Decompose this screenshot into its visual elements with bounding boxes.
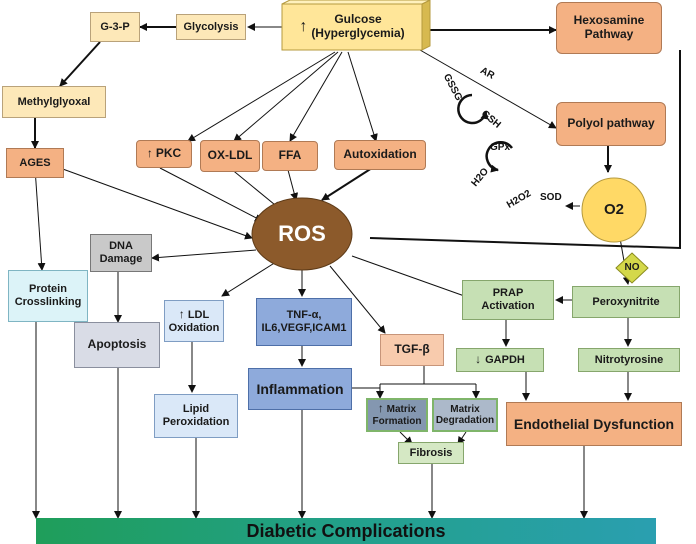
polyol-label: Polyol pathway (567, 116, 655, 131)
matrix-formation-label: Matrix (386, 404, 417, 416)
o2-label: O2 (603, 201, 624, 219)
prap-node: PRAP Activation (462, 280, 554, 320)
dna-sublabel: Damage (99, 253, 143, 265)
inflammation-node: Inflammation (248, 368, 352, 410)
matrix-degradation-label: Matrix (450, 403, 480, 415)
ages-label: AGES (19, 156, 51, 169)
tnf-label: TNF-α, (286, 309, 322, 322)
tgf-node: TGF-β (380, 334, 444, 366)
prap-label: PRAP (492, 287, 524, 300)
glycolysis-node: Glycolysis (176, 14, 246, 40)
ldl-oxidation-node: ↑ LDL Oxidation (164, 300, 224, 342)
peroxynitrite-label: Peroxynitrite (592, 295, 660, 308)
diabetic-complications-label: Diabetic Complications (246, 520, 446, 541)
gapdh-label: GAPDH (485, 353, 525, 366)
matrix-degradation-sublabel: Degradation (435, 415, 495, 426)
oxldl-label: OX-LDL (207, 148, 253, 163)
glucose-node: ↑ Gulcose (Hyperglycemia) (282, 4, 422, 50)
gpx-label: GPx (490, 142, 511, 153)
protein-sublabel: Crosslinking (14, 296, 82, 308)
peroxynitrite-node: Peroxynitrite (572, 286, 680, 318)
tnf-node: TNF-α, IL6,VEGF,ICAM1 (256, 298, 352, 346)
ldl-label: LDL (187, 308, 210, 321)
sod-label: SOD (540, 192, 562, 203)
ros-node: ROS (252, 198, 352, 270)
ros-label: ROS (278, 221, 326, 247)
apoptosis-node: Apoptosis (74, 322, 160, 368)
glucose-sublabel: (Hyperglycemia) (311, 26, 405, 40)
gapdh-down-arrow-icon: ↓ (475, 352, 482, 367)
o2-node: O2 (582, 178, 646, 242)
lipid-sublabel: Peroxidation (162, 416, 230, 428)
endothelial-dysfunction-node: Endothelial Dysfunction (506, 402, 682, 446)
glucose-label: Gulcose (334, 12, 382, 27)
matrix-formation-up-arrow-icon: ↑ (377, 401, 384, 416)
g3p-label: G-3-P (100, 20, 130, 33)
hexosamine-label: Hexosamine (573, 13, 645, 28)
matrix-formation-node: ↑ Matrix Formation (366, 398, 428, 432)
no-label: NO (624, 262, 640, 274)
ldl-sublabel: Oxidation (168, 321, 220, 334)
matrix-formation-sublabel: Formation (372, 416, 422, 428)
matrix-degradation-node: Matrix Degradation (432, 398, 498, 432)
inflammation-label: Inflammation (256, 380, 344, 397)
dna-damage-node: DNA Damage (90, 234, 152, 272)
ffa-label: FFA (278, 148, 302, 163)
methylglyoxal-node: Methylglyoxal (2, 86, 106, 118)
pkc-label: PKC (155, 146, 182, 161)
tgf-label: TGF-β (394, 342, 430, 357)
glycolysis-label: Glycolysis (183, 20, 239, 33)
fibrosis-label: Fibrosis (409, 446, 453, 459)
pkc-node: ↑ PKC (136, 140, 192, 168)
autoxidation-node: Autoxidation (334, 140, 426, 170)
nitrotyrosine-node: Nitrotyrosine (578, 348, 680, 372)
hexosamine-sublabel: Pathway (584, 27, 634, 41)
autoxidation-label: Autoxidation (343, 147, 417, 162)
protein-label: Protein (29, 283, 67, 296)
up-arrow-icon: ↑ (299, 17, 308, 35)
gapdh-node: ↓ GAPDH (456, 348, 544, 372)
prap-sublabel: Activation (481, 300, 535, 312)
lipid-peroxidation-node: Lipid Peroxidation (154, 394, 238, 438)
apoptosis-label: Apoptosis (87, 337, 147, 352)
oxldl-node: OX-LDL (200, 140, 260, 172)
lipid-label: Lipid (182, 403, 210, 416)
no-node: NO (616, 253, 648, 283)
ldl-up-arrow-icon: ↑ (178, 306, 185, 321)
dna-label: DNA (109, 240, 133, 253)
ffa-node: FFA (262, 141, 318, 171)
fibrosis-node: Fibrosis (398, 442, 464, 464)
tnf-sublabel: IL6,VEGF,ICAM1 (261, 322, 347, 334)
methylglyoxal-label: Methylglyoxal (17, 95, 91, 108)
polyol-node: Polyol pathway (556, 102, 666, 146)
diabetic-complications-bar: Diabetic Complications (36, 518, 656, 544)
g3p-node: G-3-P (90, 12, 140, 42)
ages-node: AGES (6, 148, 64, 178)
hexosamine-node: Hexosamine Pathway (556, 2, 662, 54)
pkc-up-arrow-icon: ↑ (146, 146, 153, 161)
protein-crosslinking-node: Protein Crosslinking (8, 270, 88, 322)
endothelial-label: Endothelial Dysfunction (513, 415, 675, 432)
nitrotyrosine-label: Nitrotyrosine (594, 353, 664, 366)
